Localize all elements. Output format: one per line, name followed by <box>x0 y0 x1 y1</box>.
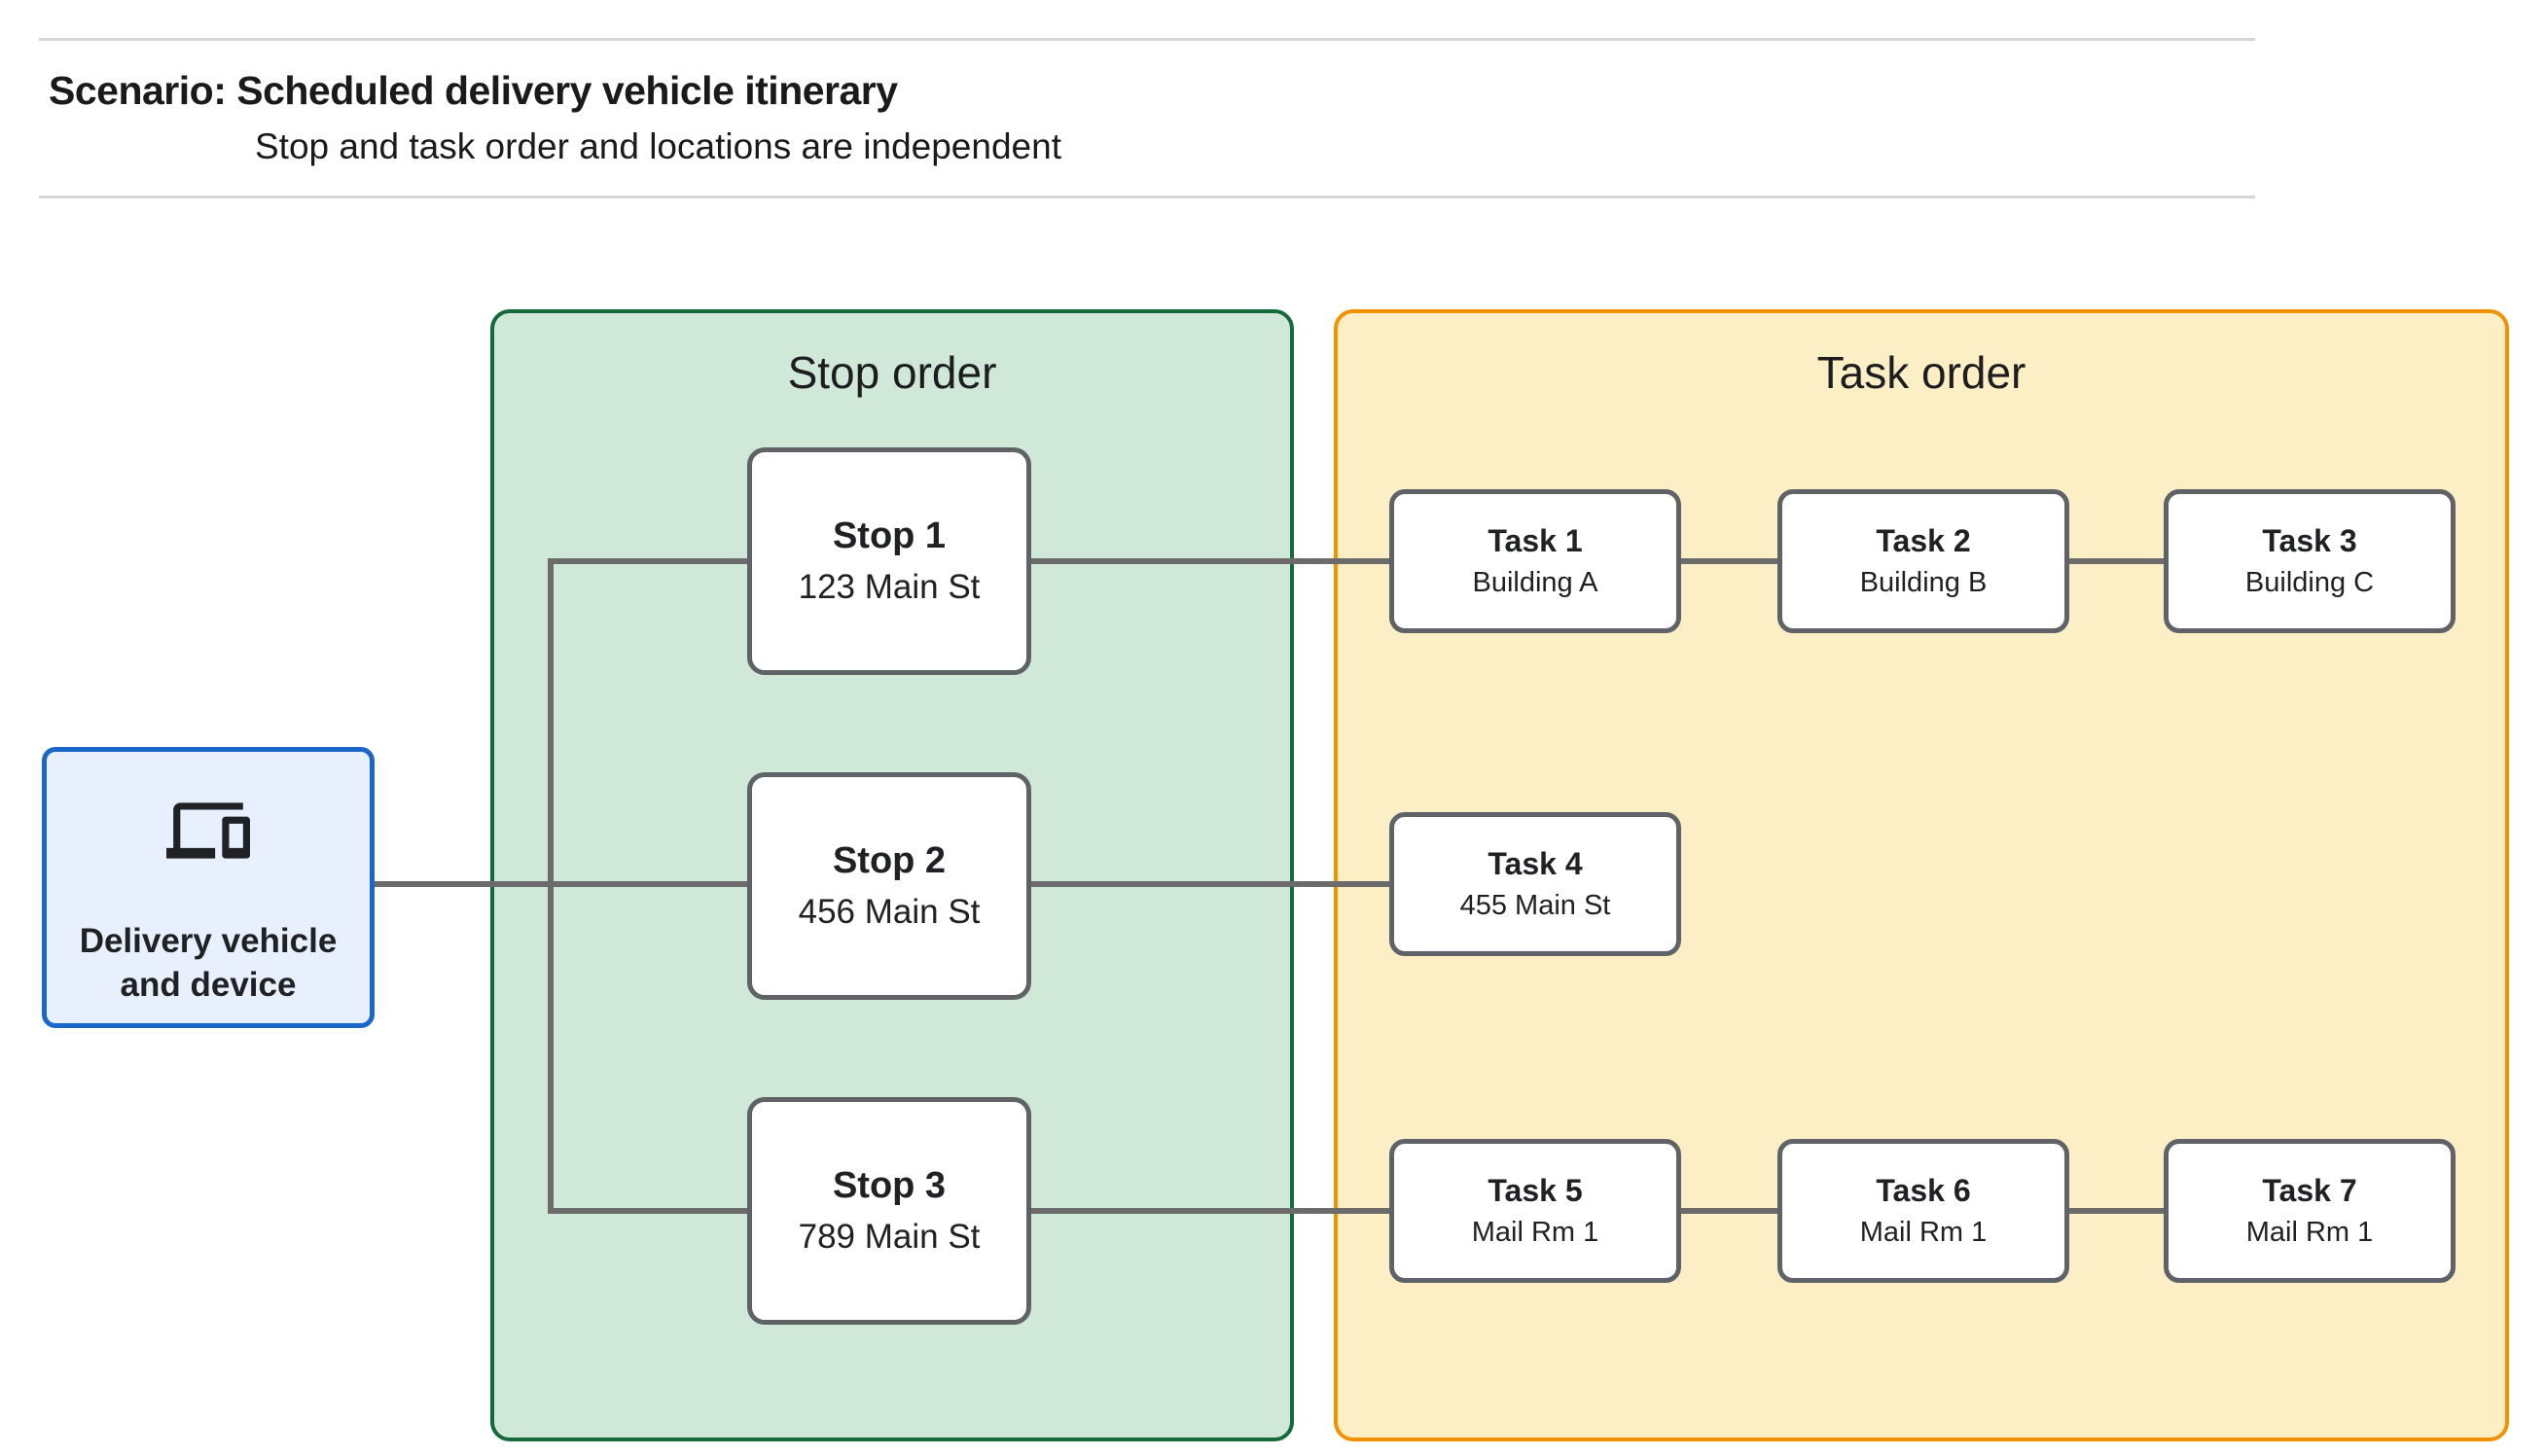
task-5-node: Task 5 Mail Rm 1 <box>1389 1139 1681 1283</box>
task-1-node: Task 1 Building A <box>1389 489 1681 633</box>
task-7-title: Task 7 <box>2262 1173 2357 1209</box>
connector-task1-to-task2 <box>1681 558 1777 564</box>
delivery-vehicle-node: Delivery vehicle and device <box>42 747 375 1028</box>
stop-1-node: Stop 1 123 Main St <box>747 447 1031 675</box>
task-2-title: Task 2 <box>1876 523 1971 559</box>
task-3-node: Task 3 Building C <box>2164 489 2456 633</box>
task-6-title: Task 6 <box>1876 1173 1971 1209</box>
task-7-location: Mail Rm 1 <box>2245 1216 2374 1248</box>
task-2-location: Building B <box>1859 566 1988 598</box>
task-3-location: Building C <box>2244 566 2375 598</box>
delivery-vehicle-label: Delivery vehicle and device <box>47 919 370 1007</box>
delivery-vehicle-label-line2: and device <box>120 966 297 1004</box>
stop-2-location: 456 Main St <box>798 892 981 931</box>
connector-task2-to-task3 <box>2069 558 2164 564</box>
task-5-title: Task 5 <box>1488 1173 1583 1209</box>
task-4-title: Task 4 <box>1488 846 1583 882</box>
connector-task6-to-task7 <box>2069 1208 2164 1214</box>
stop-2-node: Stop 2 456 Main St <box>747 772 1031 1000</box>
task-7-node: Task 7 Mail Rm 1 <box>2164 1139 2456 1283</box>
task-4-node: Task 4 455 Main St <box>1389 812 1681 956</box>
page-title: Scenario: Scheduled delivery vehicle iti… <box>49 68 898 113</box>
stop-1-title: Stop 1 <box>832 515 947 557</box>
task-order-panel-title: Task order <box>1816 347 2026 398</box>
task-1-title: Task 1 <box>1488 523 1583 559</box>
devices-icon <box>166 789 250 877</box>
stop-2-title: Stop 2 <box>832 840 947 882</box>
connector-branch-to-stop1 <box>548 558 747 564</box>
stop-3-title: Stop 3 <box>832 1165 947 1207</box>
connector-stop1-to-task1 <box>1031 558 1389 564</box>
stop-3-location: 789 Main St <box>798 1217 981 1256</box>
top-separator-line <box>39 38 2255 41</box>
connector-stop2-to-task4 <box>1031 881 1389 887</box>
task-3-title: Task 3 <box>2262 523 2357 559</box>
page-subtitle: Stop and task order and locations are in… <box>255 126 1061 166</box>
connector-branch-vertical <box>548 558 554 1214</box>
stop-1-location: 123 Main St <box>798 567 981 606</box>
task-5-location: Mail Rm 1 <box>1471 1216 1599 1248</box>
connector-vehicle-to-stop2 <box>375 881 747 887</box>
connector-stop3-to-task5 <box>1031 1208 1389 1214</box>
task-1-location: Building A <box>1472 566 1598 598</box>
connector-branch-to-stop3 <box>548 1208 747 1214</box>
stop-order-panel-title: Stop order <box>787 347 997 398</box>
task-4-location: 455 Main St <box>1459 889 1611 921</box>
task-2-node: Task 2 Building B <box>1777 489 2069 633</box>
delivery-vehicle-label-line1: Delivery vehicle <box>79 922 338 960</box>
stop-3-node: Stop 3 789 Main St <box>747 1097 1031 1325</box>
task-6-location: Mail Rm 1 <box>1859 1216 1988 1248</box>
connector-task5-to-task6 <box>1681 1208 1777 1214</box>
bottom-separator-line <box>39 195 2255 198</box>
task-6-node: Task 6 Mail Rm 1 <box>1777 1139 2069 1283</box>
